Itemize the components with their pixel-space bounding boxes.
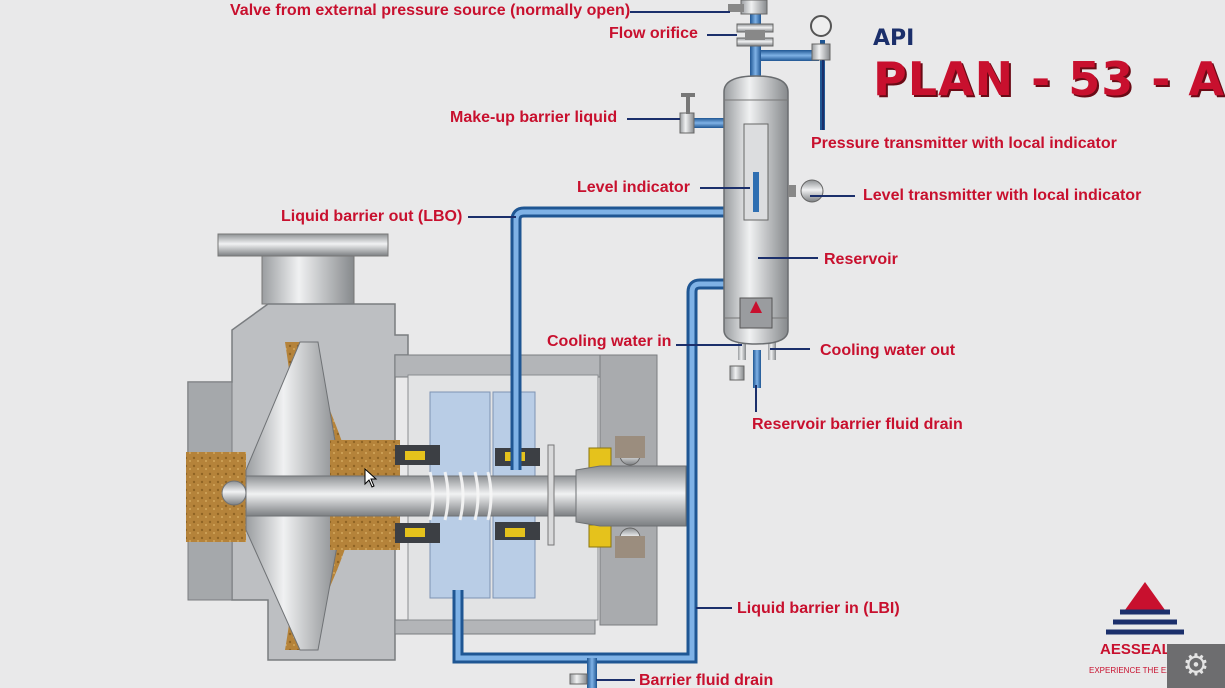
aesseal-logo-mark xyxy=(1106,582,1184,635)
logo-brand: AESSEAL xyxy=(1100,641,1171,658)
title-api: API xyxy=(873,26,915,51)
reservoir-vessel xyxy=(723,75,824,345)
label-makeup: Make-up barrier liquid xyxy=(450,109,618,126)
mouse-cursor-icon xyxy=(364,468,378,488)
label-cooling-water-out: Cooling water out xyxy=(820,342,956,359)
label-level-transmitter: Level transmitter with local indicator xyxy=(863,187,1142,204)
label-reservoir-drain: Reservoir barrier fluid drain xyxy=(752,416,963,433)
label-valve-external: Valve from external pressure source (nor… xyxy=(230,2,631,19)
label-flow-orifice: Flow orifice xyxy=(609,25,698,42)
title-plan: PLAN - 53 - A xyxy=(873,52,1225,106)
label-reservoir: Reservoir xyxy=(824,251,898,268)
logo-tagline: EXPERIENCE THE EXC xyxy=(1089,666,1178,675)
label-level-indicator: Level indicator xyxy=(577,179,690,196)
leader-lines xyxy=(468,11,855,681)
top-valves xyxy=(728,0,832,61)
settings-button[interactable]: ⚙ xyxy=(1167,644,1225,688)
label-pressure-transmitter: Pressure transmitter with local indicato… xyxy=(811,135,1117,152)
label-barrier-drain: Barrier fluid drain xyxy=(639,672,774,688)
gear-icon: ⚙ xyxy=(1182,649,1210,682)
label-cooling-water-in: Cooling water in xyxy=(547,333,672,350)
label-lbo: Liquid barrier out (LBO) xyxy=(281,208,463,225)
label-lbi: Liquid barrier in (LBI) xyxy=(737,600,900,617)
shaft xyxy=(245,444,687,546)
